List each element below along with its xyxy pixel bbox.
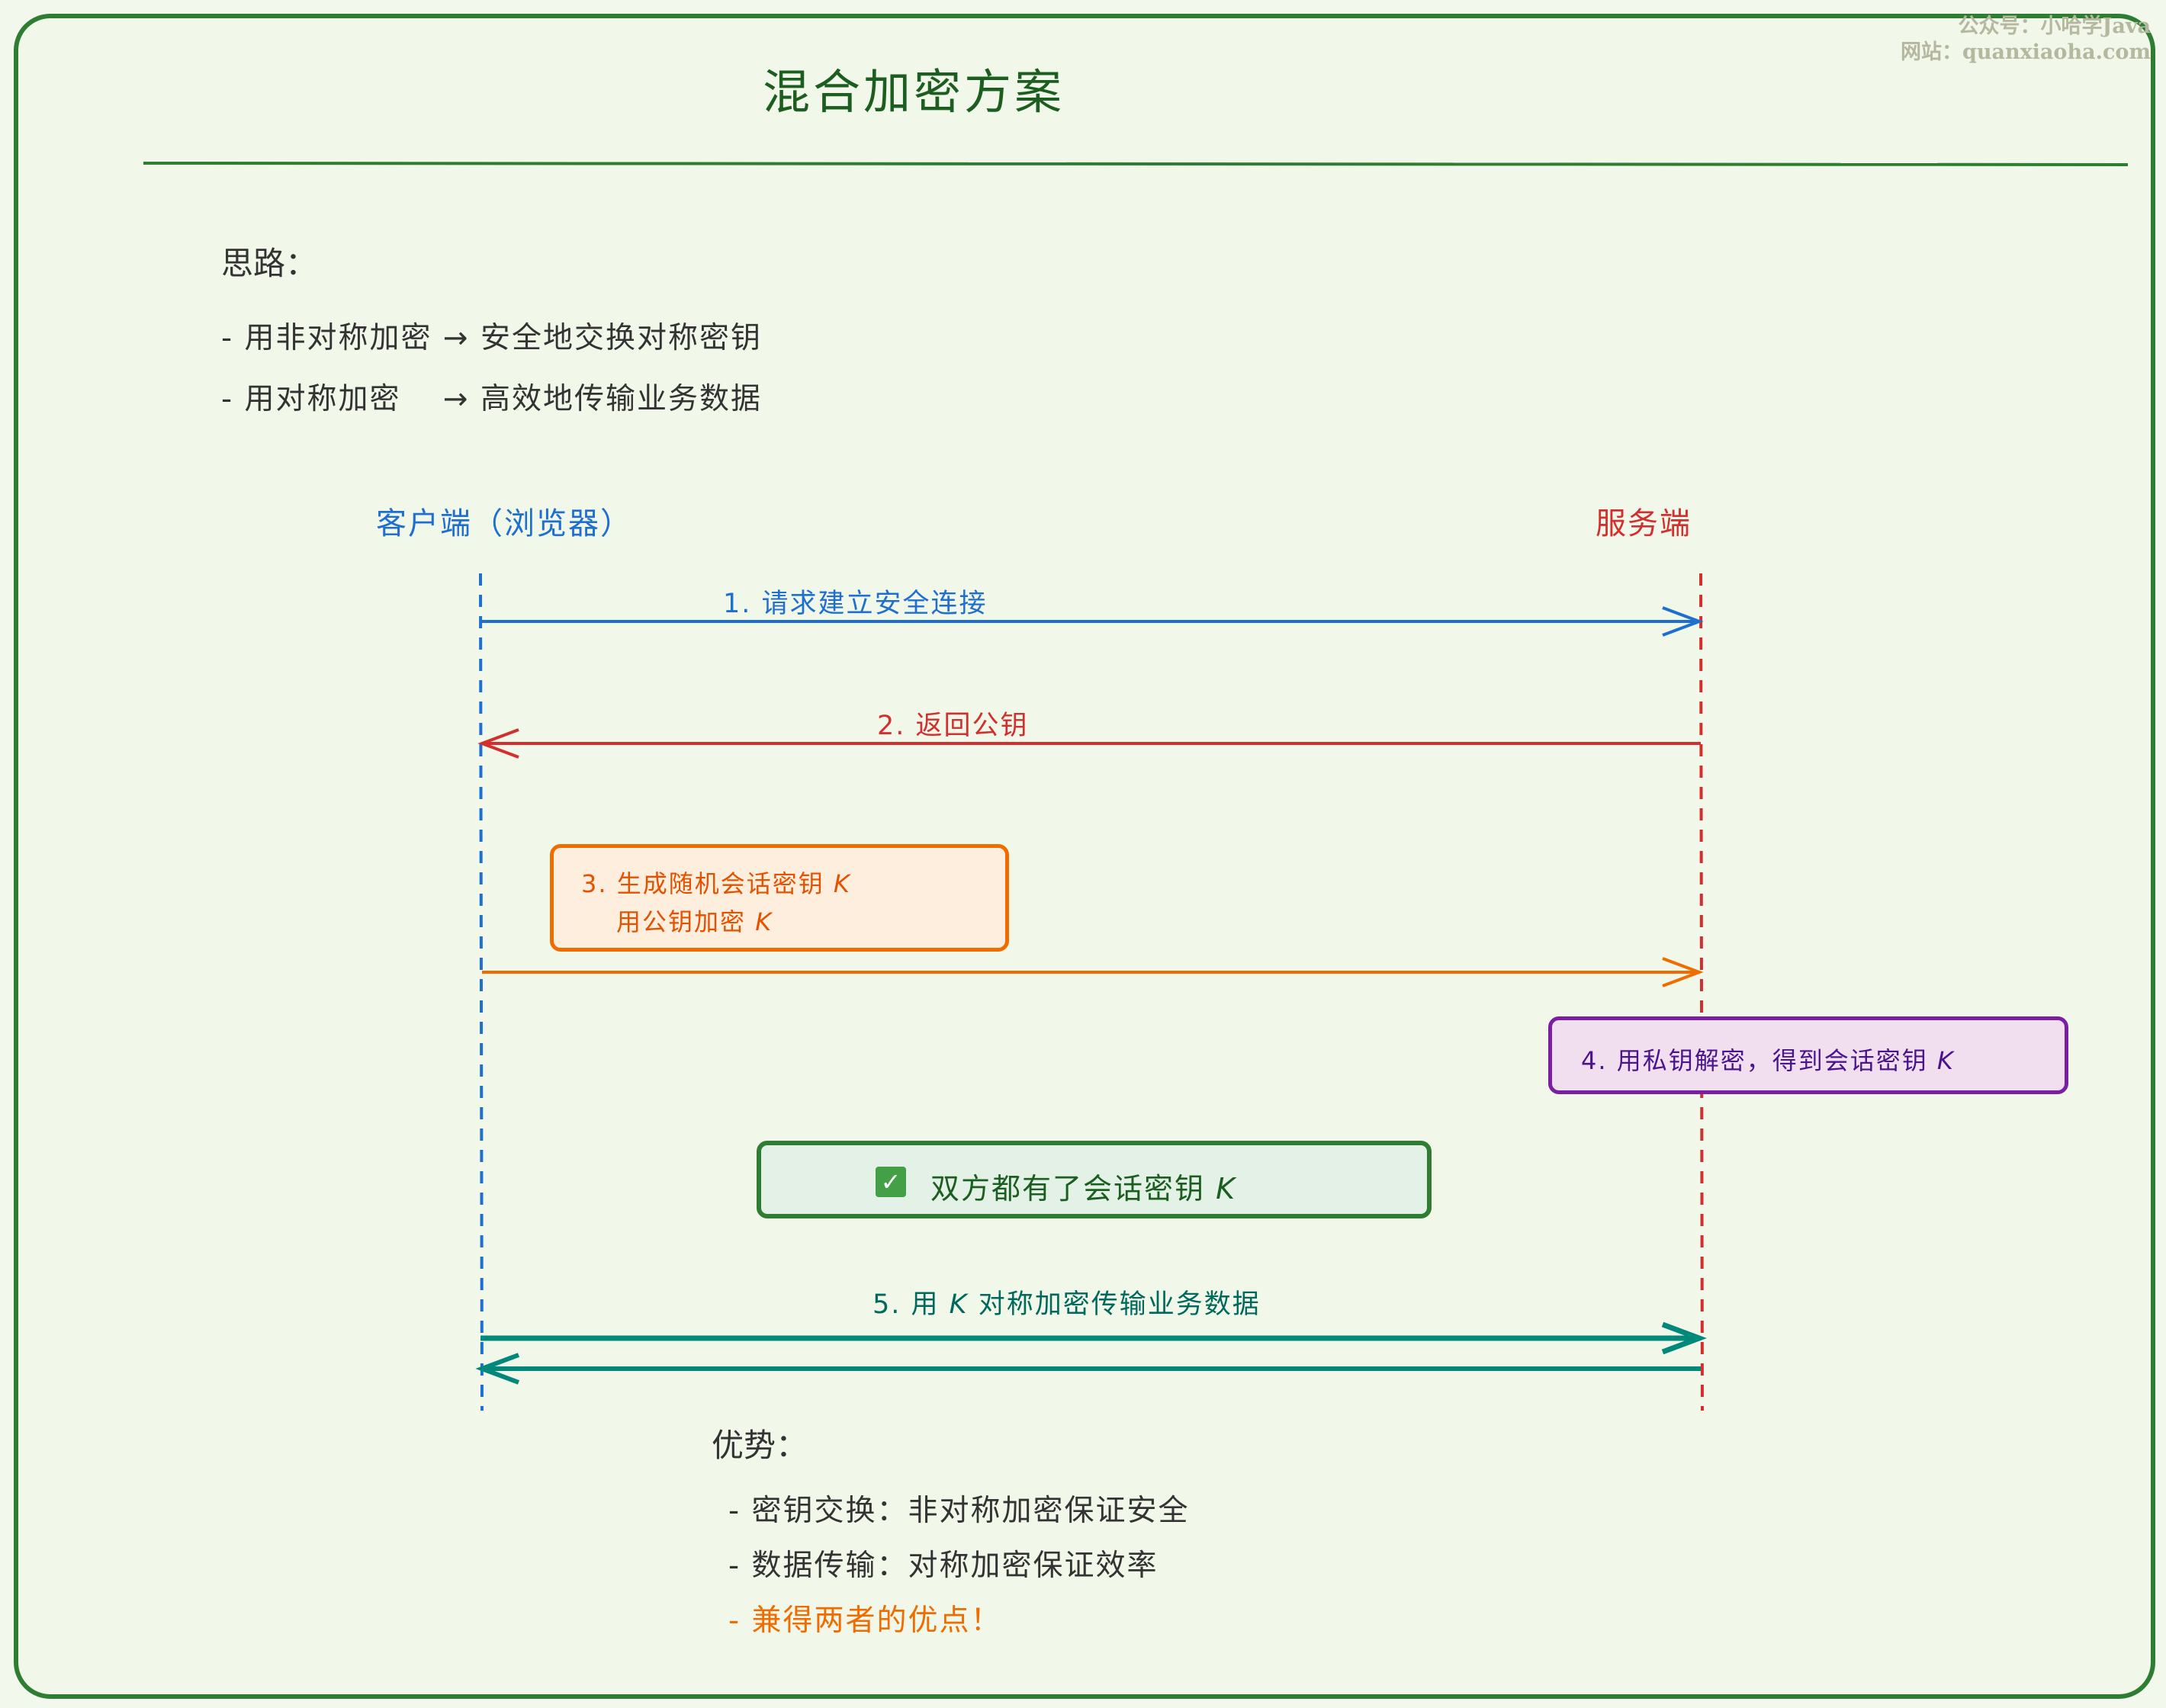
arrow-step2 — [477, 728, 1701, 759]
step4-label: 4. 用私钥解密，得到会话密钥 K — [1581, 1046, 1955, 1075]
arrow-step5-to-server — [480, 1321, 1707, 1355]
arrow-step3 — [482, 957, 1704, 987]
idea-item: - 用非对称加密 → 安全地交换对称密钥 — [221, 321, 762, 355]
server-label: 服务端 — [1596, 506, 1692, 541]
step5-label: 5. 用 K 对称加密传输业务数据 — [873, 1289, 1261, 1320]
title-divider — [143, 162, 2129, 166]
idea-heading: 思路： — [221, 245, 318, 282]
shared-key-box: ✓ 双方都有了会话密钥 K — [757, 1141, 1432, 1218]
arrow-step1 — [480, 606, 1704, 637]
checkmark-icon: ✓ — [876, 1167, 906, 1197]
client-lifeline — [479, 573, 484, 1411]
diagram-frame — [14, 14, 2155, 1699]
step3-line1: 3. 生成随机会话密钥 K — [581, 869, 851, 898]
step3-line2: 用公钥加密 K — [616, 907, 773, 936]
advantages-heading: 优势： — [712, 1427, 808, 1464]
server-lifeline — [1699, 573, 1704, 1411]
idea-item: - 用对称加密 → 高效地传输业务数据 — [221, 382, 762, 416]
arrow-step5-to-client — [475, 1353, 1701, 1385]
page-title: 混合加密方案 — [763, 64, 1065, 120]
step1-label: 1. 请求建立安全连接 — [723, 589, 988, 619]
step4-box: 4. 用私钥解密，得到会话密钥 K — [1548, 1016, 2068, 1094]
advantage-item: - 数据传输：对称加密保证效率 — [728, 1549, 1159, 1583]
watermark-line2: 网站：quanxiaoha.com — [1900, 40, 2151, 64]
step2-label: 2. 返回公钥 — [877, 711, 1029, 741]
advantage-item: - 密钥交换：非对称加密保证安全 — [728, 1494, 1190, 1528]
step3-box: 3. 生成随机会话密钥 K 用公钥加密 K — [550, 844, 1009, 952]
client-label: 客户端（浏览器） — [376, 506, 632, 541]
shared-key-label: 双方都有了会话密钥 K — [930, 1172, 1237, 1206]
watermark-line1: 公众号：小哈学Java — [1958, 14, 2151, 38]
advantage-highlight: - 兼得两者的优点！ — [728, 1604, 1002, 1638]
watermark: 公众号：小哈学Java 网站：quanxiaoha.com — [1901, 14, 2151, 66]
